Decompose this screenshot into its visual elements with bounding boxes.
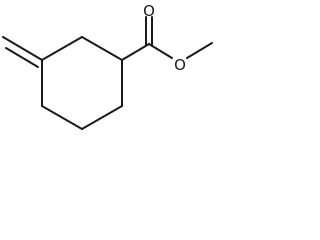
ester-oxygen-label: O	[174, 56, 186, 74]
ring-bond-c5-c6	[81, 105, 123, 130]
ring-to-carbonyl-bond	[121, 43, 150, 61]
ring-bond-c4-c5	[41, 105, 83, 130]
ester-oxygen-to-methyl-bond	[186, 42, 213, 59]
carbonyl-oxygen-label: O	[143, 2, 155, 20]
ring-bond-c2-c3	[41, 36, 83, 61]
carbonyl-to-ester-oxygen-bond	[148, 43, 173, 59]
methylene-bond-outer	[2, 36, 43, 61]
skeletal-structure: O O	[2, 2, 213, 130]
ring-bond-c1-c2	[81, 36, 123, 61]
methylene-bond-inner	[5, 47, 39, 68]
